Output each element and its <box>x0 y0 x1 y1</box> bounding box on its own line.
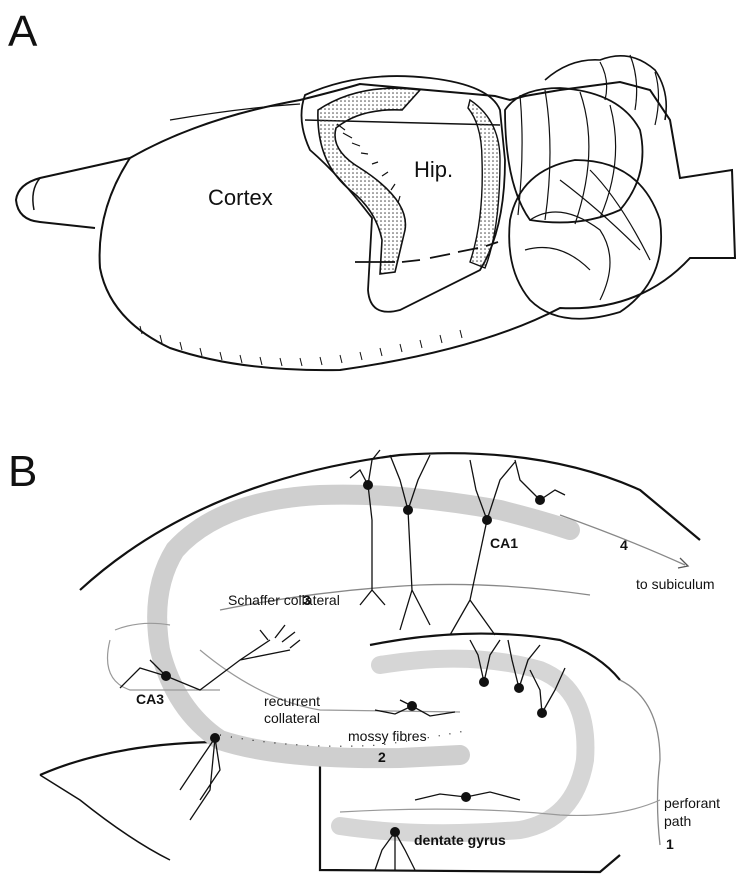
panel-b-circuit <box>40 450 700 872</box>
dentate-gyrus-label: dentate gyrus <box>414 832 506 848</box>
recurrent-label-line1: recurrent <box>264 693 320 709</box>
subiculum-label: to subiculum <box>636 576 715 592</box>
hippocampus-label: Hip. <box>414 157 453 182</box>
perforant-label-line2: path <box>664 813 691 829</box>
schaffer-label: Schaffer collateral <box>228 592 340 608</box>
ca3-label: CA3 <box>136 691 164 707</box>
mossy-fibres-number: 2 <box>378 749 386 765</box>
ca1-label: CA1 <box>490 535 518 551</box>
hippocampus-stipple <box>318 88 420 274</box>
cortex-outline <box>100 82 735 370</box>
cortex-label: Cortex <box>208 185 273 210</box>
recurrent-label-line2: collateral <box>264 710 320 726</box>
subiculum-number: 4 <box>620 537 628 553</box>
panel-a-brain-drawing <box>16 55 735 370</box>
schaffer-number: 3 <box>303 592 311 608</box>
perforant-number: 1 <box>666 836 674 852</box>
colliculus <box>505 88 643 222</box>
perforant-label-line1: perforant <box>664 795 720 811</box>
mossy-fibres-label: mossy fibres <box>348 728 427 744</box>
